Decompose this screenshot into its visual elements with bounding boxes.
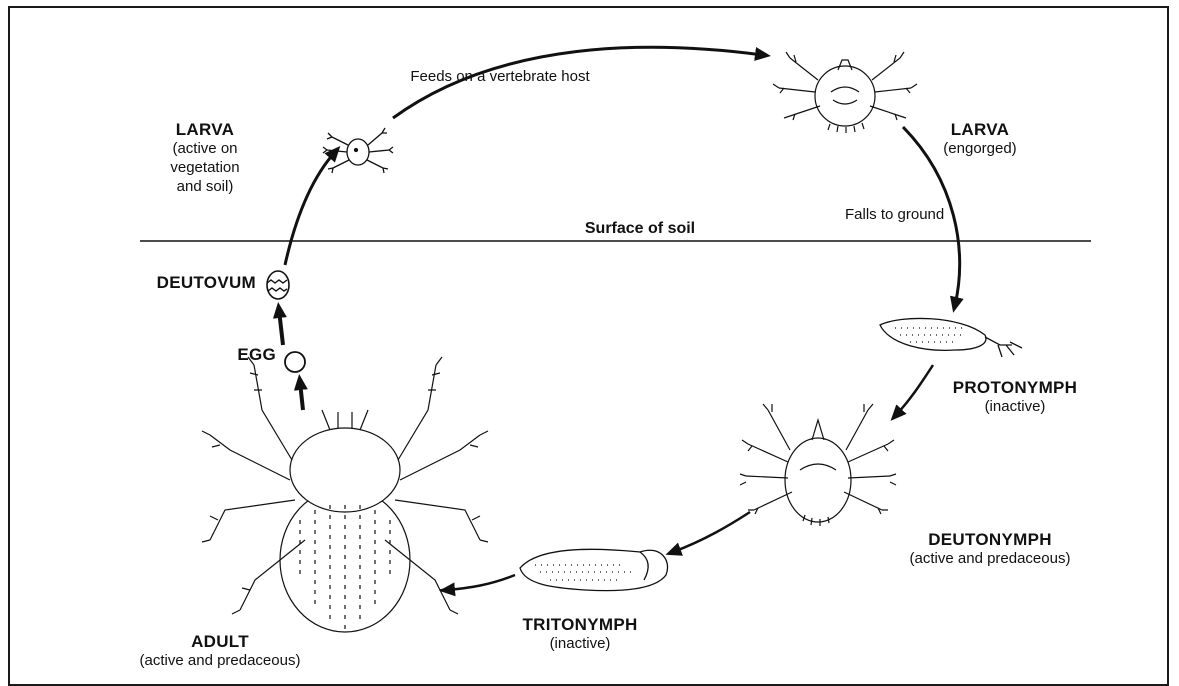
protonymph-illustration [880, 318, 1022, 357]
egg-illustration [285, 352, 305, 372]
stage-egg: EGG [196, 345, 276, 364]
larva-active-illustration [323, 128, 393, 173]
stage-adult: ADULT (active and predaceous) [100, 632, 340, 670]
arrow-egg-to-deutovum [279, 310, 283, 345]
stage-note: (engorged) [920, 139, 1040, 158]
arrow-deutovum-to-larva [285, 152, 335, 265]
adult-illustration [202, 357, 488, 632]
stage-name: LARVA [150, 120, 260, 139]
deutonymph-illustration [740, 404, 896, 526]
stage-note: (active on vegetation and soil) [150, 139, 260, 196]
stage-name: TRITONYMPH [495, 615, 665, 634]
stage-name: LARVA [920, 120, 1040, 139]
stage-name: DEUTONYMPH [855, 530, 1125, 549]
larva-engorged-illustration [773, 52, 917, 133]
tritonymph-illustration [520, 549, 668, 590]
deutovum-illustration [267, 271, 289, 299]
arrow-protonymph-to-deutonymph [896, 365, 933, 415]
arrow-deutonymph-to-tritonymph [673, 512, 750, 552]
stage-larva-active: LARVA (active on vegetation and soil) [150, 120, 260, 196]
stage-deutovum: DEUTOVUM [96, 273, 256, 292]
transition-falls-label: Falls to ground [845, 205, 1025, 224]
stage-deutonymph: DEUTONYMPH (active and predaceous) [855, 530, 1125, 568]
stage-note: (inactive) [930, 397, 1100, 416]
stage-note: (active and predaceous) [100, 651, 340, 670]
stage-larva-engorged: LARVA (engorged) [920, 120, 1040, 158]
arrow-adult-to-egg [300, 382, 303, 410]
transition-host-label: Feeds on a vertebrate host [340, 67, 660, 86]
stage-name: PROTONYMPH [930, 378, 1100, 397]
stage-protonymph: PROTONYMPH (inactive) [930, 378, 1100, 416]
soil-surface-label: Surface of soil [500, 219, 780, 238]
stage-tritonymph: TRITONYMPH (inactive) [495, 615, 665, 653]
arrow-tritonymph-to-adult [447, 575, 515, 590]
life-cycle-diagram [0, 0, 1179, 670]
stage-name: ADULT [100, 632, 340, 651]
stage-note: (active and predaceous) [855, 549, 1125, 568]
stage-note: (inactive) [495, 634, 665, 653]
